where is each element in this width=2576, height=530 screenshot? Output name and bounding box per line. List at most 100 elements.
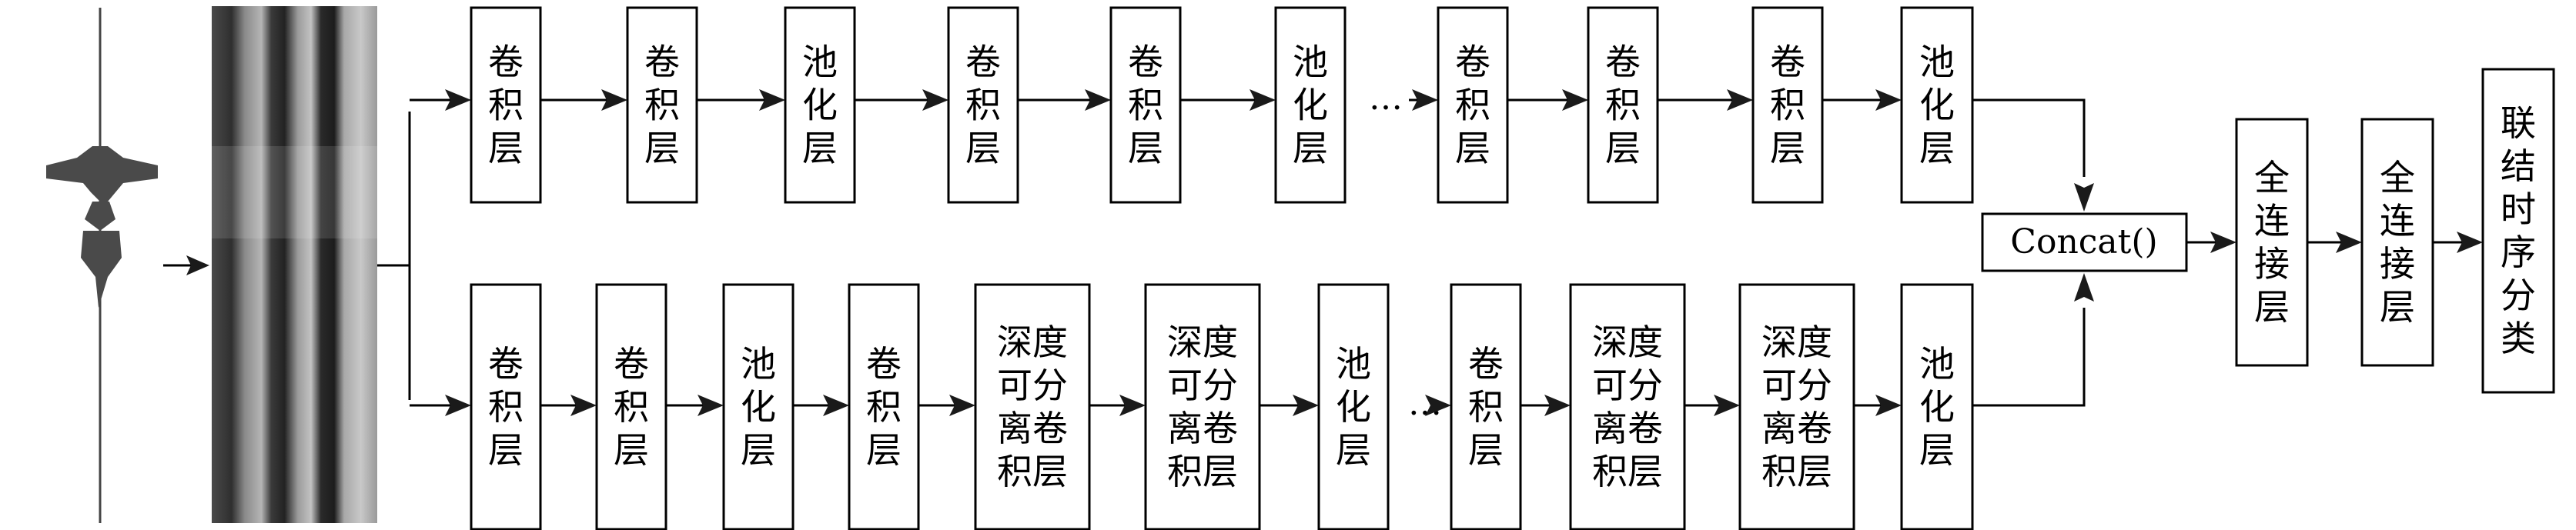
top-node-8-label-line: 卷	[1605, 42, 1641, 83]
top-node-3: 卷积层	[947, 6, 1019, 204]
bottom-node-8-label-line: 卷	[1468, 343, 1504, 385]
speech-waveform-icon	[46, 8, 158, 523]
top-link-1-arrowhead	[759, 89, 785, 111]
bottom-entry-arrowhead	[445, 395, 471, 416]
bottom-node-8-label-line: 层	[1468, 429, 1504, 471]
bottom-node-5-label-line: 离卷	[1167, 408, 1238, 449]
head-node-1-label-line: 接	[2380, 243, 2415, 285]
top-node-0-label-line: 卷	[488, 42, 524, 83]
top-node-4-label-line: 层	[1128, 128, 1163, 169]
head-node-0-label-line: 层	[2254, 286, 2290, 328]
top-node-8: 卷积层	[1587, 6, 1659, 204]
bottom-node-11: 池化层	[1900, 283, 1974, 530]
top-node-10-label-line: 化	[1919, 85, 1955, 126]
top-link-3-arrowhead	[1085, 89, 1111, 111]
bottom-node-9-label-line: 积层	[1592, 451, 1663, 492]
top-link-9-arrowhead	[1875, 89, 1902, 111]
bottom-node-10-label-line: 离卷	[1761, 408, 1832, 449]
head-link-1-arrowhead	[2457, 232, 2483, 253]
bottom-node-1: 卷积层	[595, 283, 667, 530]
bottom-node-1-label-line: 卷	[614, 343, 649, 385]
bottom-node-5-label-line: 可分	[1167, 365, 1238, 406]
head-node-0-label-line: 全	[2254, 157, 2290, 198]
bottom-node-8: 卷积层	[1450, 283, 1522, 530]
bottom-node-10-label-line: 深度	[1761, 322, 1832, 363]
top-node-1-label-line: 卷	[644, 42, 680, 83]
bottom-node-0: 卷积层	[470, 283, 542, 530]
head-node-1-label-line: 层	[2380, 286, 2415, 328]
top-node-5-label-line: 层	[1293, 128, 1328, 169]
bottom-link-2-arrowhead	[823, 395, 849, 416]
bottom-link-8-arrowhead	[1544, 395, 1571, 416]
bottom-node-4-label-line: 深度	[997, 322, 1068, 363]
input-arrowhead	[186, 255, 209, 275]
top-merge-arrowhead	[2074, 183, 2094, 212]
bottom-node-4-label-line: 可分	[997, 365, 1068, 406]
bottom-branch: 卷积层卷积层池化层卷积层深度可分离卷积层深度可分离卷积层池化层…卷积层深度可分离…	[410, 283, 1974, 530]
bottom-node-2: 池化层	[722, 283, 795, 530]
bottom-node-6-label-line: 池	[1336, 343, 1371, 385]
bottom-node-3: 卷积层	[848, 283, 920, 530]
bottom-node-3-label-line: 积	[866, 386, 902, 428]
bottom-node-9-label-line: 深度	[1592, 322, 1663, 363]
bottom-link-7-arrowhead	[1425, 395, 1451, 416]
top-node-7-label-line: 层	[1455, 128, 1490, 169]
top-node-1: 卷积层	[626, 6, 698, 204]
top-node-1-label-line: 积	[644, 85, 680, 126]
bottom-node-10-label-line: 可分	[1761, 365, 1832, 406]
bottom-node-11-label-line: 化	[1919, 386, 1955, 428]
bottom-node-8-label-line: 积	[1468, 386, 1504, 428]
top-node-2-label-line: 化	[802, 85, 838, 126]
bottom-node-6: 池化层	[1317, 283, 1390, 530]
head-node-2-label-line: 分	[2501, 275, 2536, 316]
top-node-2: 池化层	[784, 6, 856, 204]
top-node-8-label-line: 积	[1605, 85, 1641, 126]
bottom-link-4-arrowhead	[1119, 395, 1146, 416]
top-node-9-label-line: 积	[1770, 85, 1805, 126]
bottom-node-3-label-line: 层	[866, 429, 902, 471]
head-node-1-label-line: 全	[2380, 157, 2415, 198]
top-node-10-label-line: 池	[1919, 42, 1955, 83]
bottom-node-4-label-line: 离卷	[997, 408, 1068, 449]
split-connector	[377, 112, 411, 400]
head-node-2-label-line: 序	[2501, 232, 2536, 273]
top-link-7-arrowhead	[1562, 89, 1588, 111]
bottom-node-10-label-line: 积层	[1761, 451, 1832, 492]
bottom-node-0-label-line: 层	[488, 429, 524, 471]
bottom-link-10-arrowhead	[1875, 395, 1902, 416]
top-node-7-label-line: 卷	[1455, 42, 1490, 83]
bottom-node-6-label-line: 层	[1336, 429, 1371, 471]
top-node-3-label-line: 卷	[965, 42, 1001, 83]
head-node-2-label-line: 时	[2501, 188, 2536, 230]
bottom-node-2-label-line: 池	[741, 343, 776, 385]
top-node-0-label-line: 积	[488, 85, 524, 126]
spectrogram-image	[212, 6, 377, 523]
top-node-0: 卷积层	[470, 6, 542, 204]
top-node-5-label-line: 化	[1293, 85, 1328, 126]
bottom-node-5-label-line: 积层	[1167, 451, 1238, 492]
head-node-2-label-line: 类	[2501, 318, 2536, 359]
top-node-4-label-line: 卷	[1128, 42, 1163, 83]
bottom-node-9-label-line: 可分	[1592, 365, 1663, 406]
bottom-node-1-label-line: 积	[614, 386, 649, 428]
top-node-8-label-line: 层	[1605, 128, 1641, 169]
head-node-0-label-line: 连	[2254, 200, 2290, 242]
top-link-8-arrowhead	[1727, 89, 1753, 111]
head-link-0-arrowhead	[2336, 232, 2362, 253]
top-node-10-label-line: 层	[1919, 128, 1955, 169]
top-node-3-label-line: 层	[965, 128, 1001, 169]
concat-label: Concat()	[2010, 222, 2157, 262]
top-node-9-label-line: 层	[1770, 128, 1805, 169]
top-node-4: 卷积层	[1109, 6, 1182, 204]
top-node-2-label-line: 池	[802, 42, 838, 83]
top-node-9: 卷积层	[1751, 6, 1824, 204]
bottom-node-11-label-line: 层	[1919, 429, 1955, 471]
top-node-3-label-line: 积	[965, 85, 1001, 126]
top-node-9-label-line: 卷	[1770, 42, 1805, 83]
